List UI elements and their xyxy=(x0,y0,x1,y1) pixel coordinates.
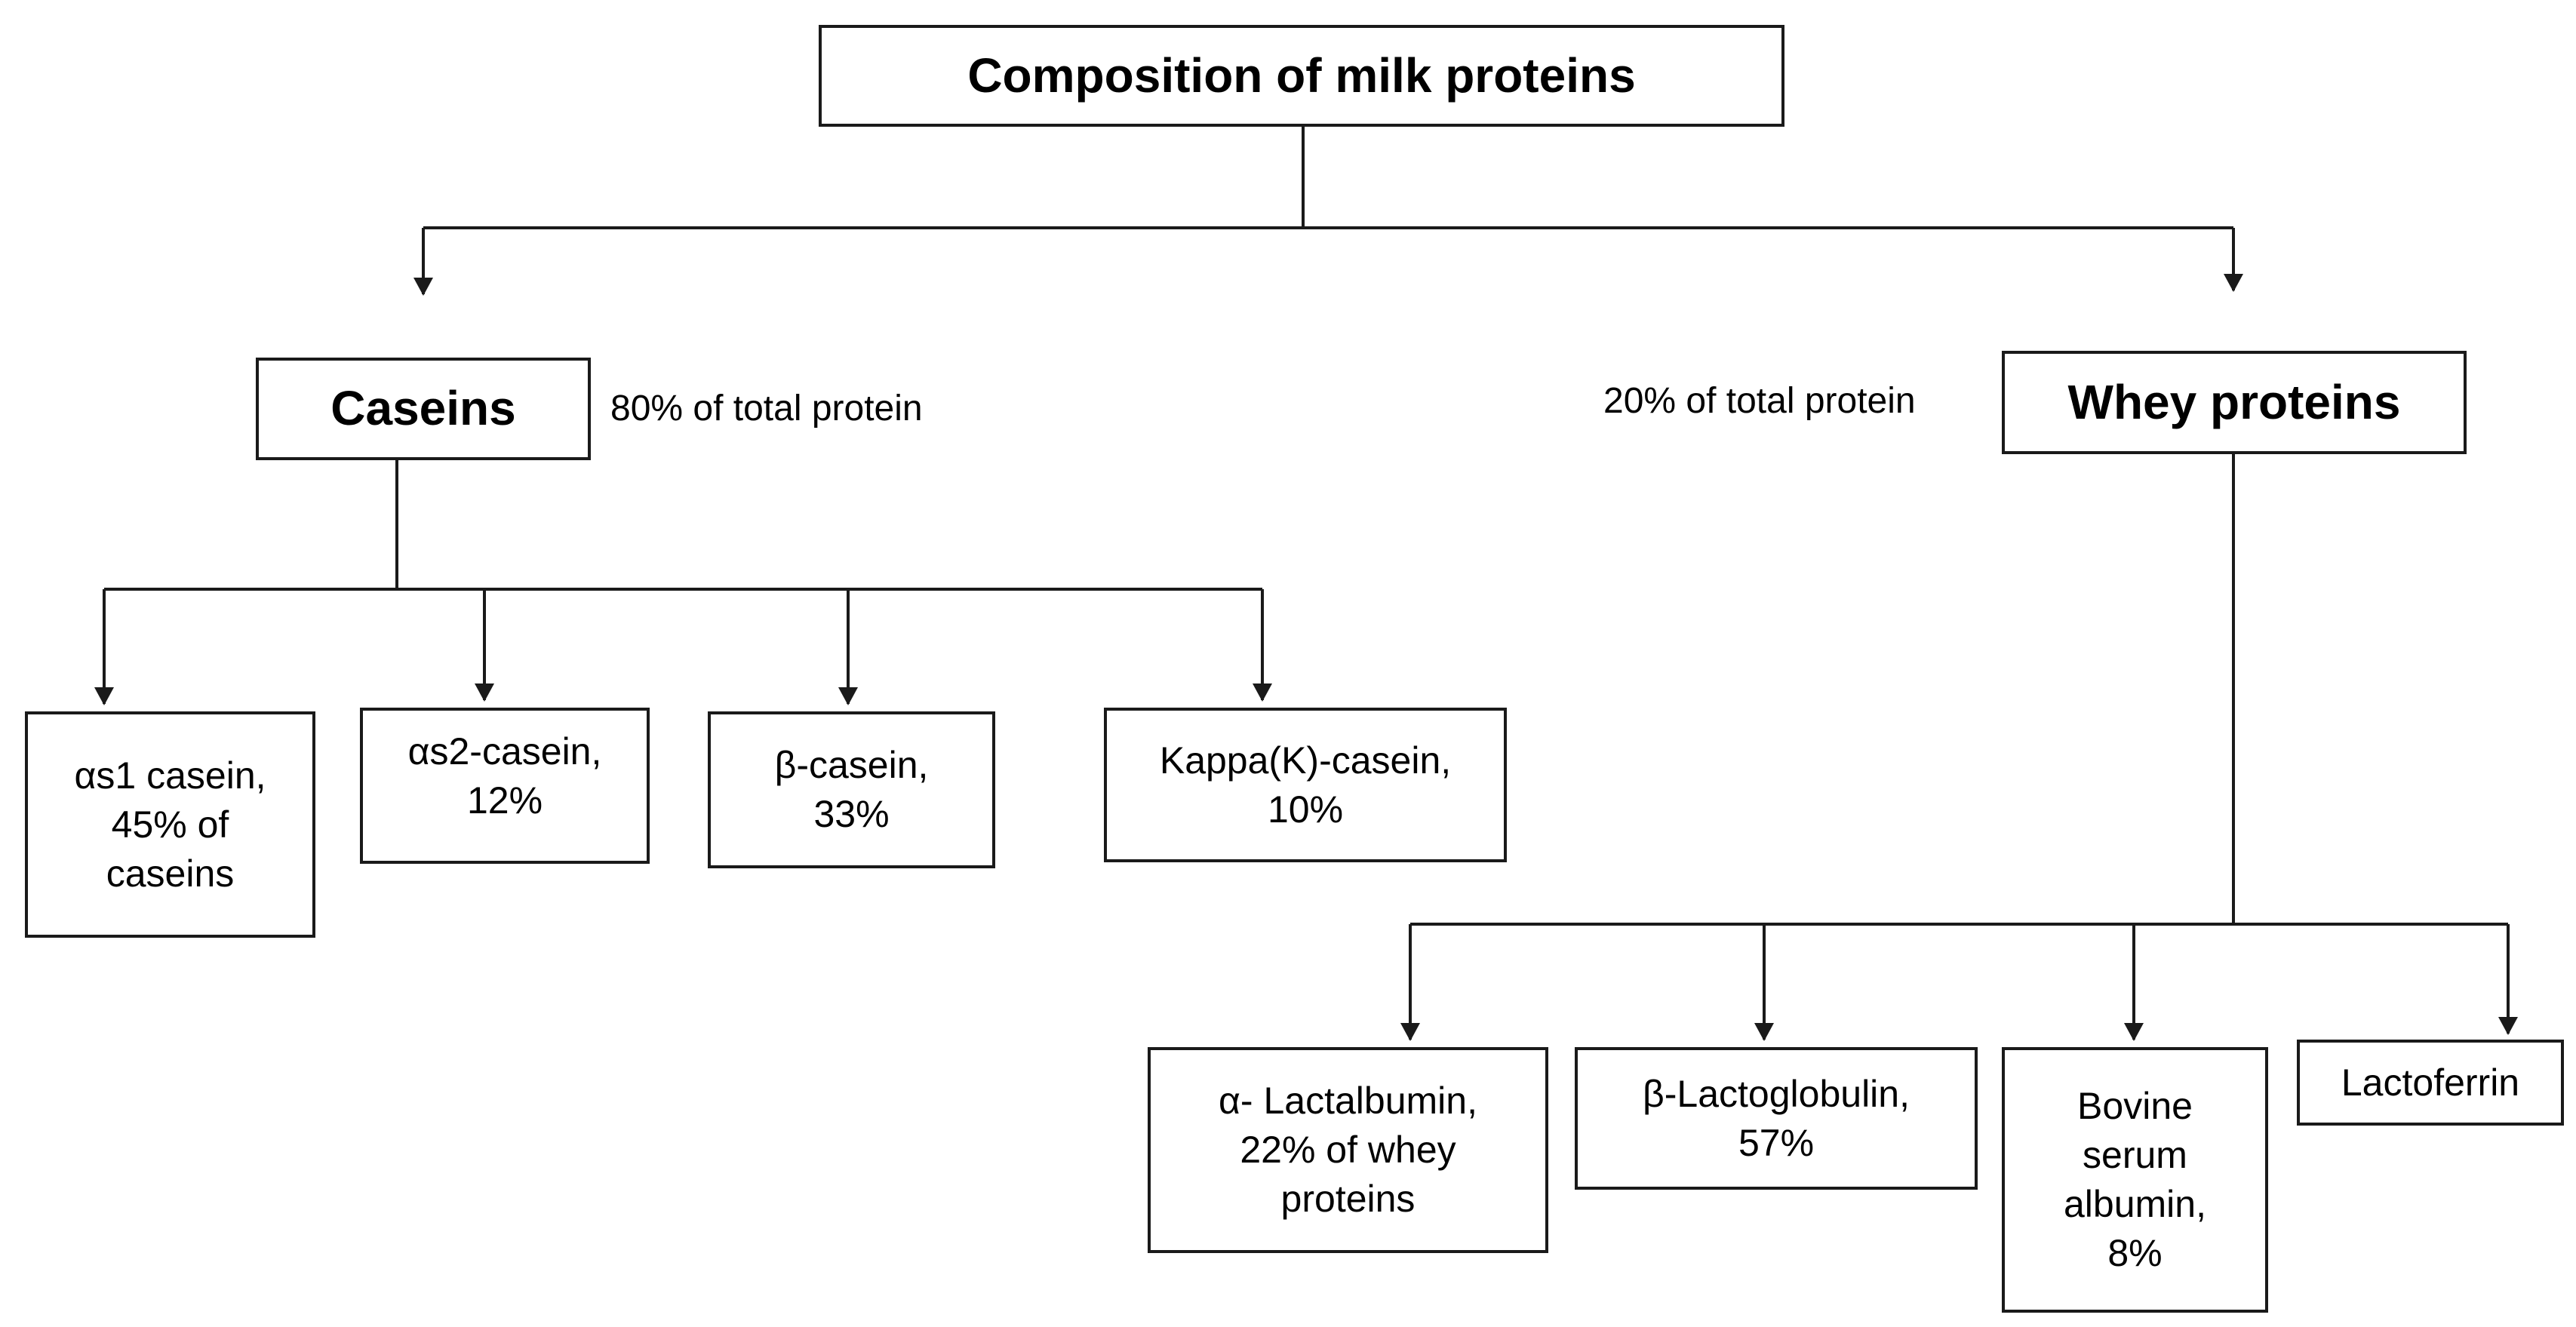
as2-casein-box: αs2-casein, 12% xyxy=(360,708,650,864)
lactoferrin-line1: Lactoferrin xyxy=(2341,1061,2520,1104)
kappa-casein-box: Kappa(K)-casein, 10% xyxy=(1104,708,1507,862)
lactoferrin-box: Lactoferrin xyxy=(2297,1040,2564,1126)
alpha-lactalbumin-line3: proteins xyxy=(1280,1178,1416,1220)
whey-proteins-box: Whey proteins xyxy=(2002,351,2467,454)
bovine-serum-albumin-line4: 8% xyxy=(2107,1232,2163,1274)
arrowhead-lactoferrin xyxy=(2498,1017,2518,1035)
title-box: Composition of milk proteins xyxy=(819,25,1784,127)
arrowhead-as1-casein xyxy=(94,687,114,705)
bovine-serum-albumin-line1: Bovine xyxy=(2077,1085,2193,1127)
arrowhead-bovine-serum-albumin xyxy=(2124,1023,2144,1041)
kappa-casein-line2: 10% xyxy=(1267,788,1344,831)
whey-proteins-label: Whey proteins xyxy=(2067,374,2401,429)
caseins-share-note: 80% of total protein xyxy=(610,389,923,429)
alpha-lactalbumin-box: α- Lactalbumin, 22% of whey proteins xyxy=(1148,1047,1548,1253)
kappa-casein-line1: Kappa(K)-casein, xyxy=(1159,739,1452,782)
caseins-label: Caseins xyxy=(330,381,516,436)
arrowhead-whey xyxy=(2224,274,2243,292)
alpha-lactalbumin-line1: α- Lactalbumin, xyxy=(1219,1080,1477,1122)
as1-casein-line2: 45% of xyxy=(111,803,229,846)
bovine-serum-albumin-box: Bovine serum albumin, 8% xyxy=(2002,1047,2268,1313)
alpha-lactalbumin-line2: 22% of whey xyxy=(1240,1129,1456,1171)
bovine-serum-albumin-line2: serum xyxy=(2083,1134,2187,1176)
arrowhead-beta-lactoglobulin xyxy=(1754,1023,1774,1041)
beta-lactoglobulin-line2: 57% xyxy=(1738,1121,1815,1164)
arrowhead-caseins xyxy=(413,278,433,296)
as2-casein-line1: αs2-casein, xyxy=(407,730,602,773)
beta-casein-line1: β-casein, xyxy=(774,744,929,786)
arrowhead-as2-casein xyxy=(475,683,494,702)
beta-lactoglobulin-box: β-Lactoglobulin, 57% xyxy=(1575,1047,1978,1190)
whey-share-note: 20% of total protein xyxy=(1603,381,1916,421)
as1-casein-box: αs1 casein, 45% of caseins xyxy=(25,711,315,938)
diagram-title: Composition of milk proteins xyxy=(967,48,1636,103)
beta-lactoglobulin-line1: β-Lactoglobulin, xyxy=(1643,1072,1910,1115)
arrowhead-alpha-lactalbumin xyxy=(1400,1023,1420,1041)
beta-casein-box: β-casein, 33% xyxy=(708,711,995,868)
as2-casein-line2: 12% xyxy=(466,779,543,822)
arrowhead-kappa-casein xyxy=(1253,683,1272,702)
beta-casein-line2: 33% xyxy=(813,793,890,835)
caseins-box: Caseins xyxy=(256,358,591,460)
as1-casein-line1: αs1 casein, xyxy=(74,754,266,797)
bovine-serum-albumin-line3: albumin, xyxy=(2064,1183,2206,1225)
as1-casein-line3: caseins xyxy=(106,852,235,895)
arrowhead-beta-casein xyxy=(838,687,858,705)
